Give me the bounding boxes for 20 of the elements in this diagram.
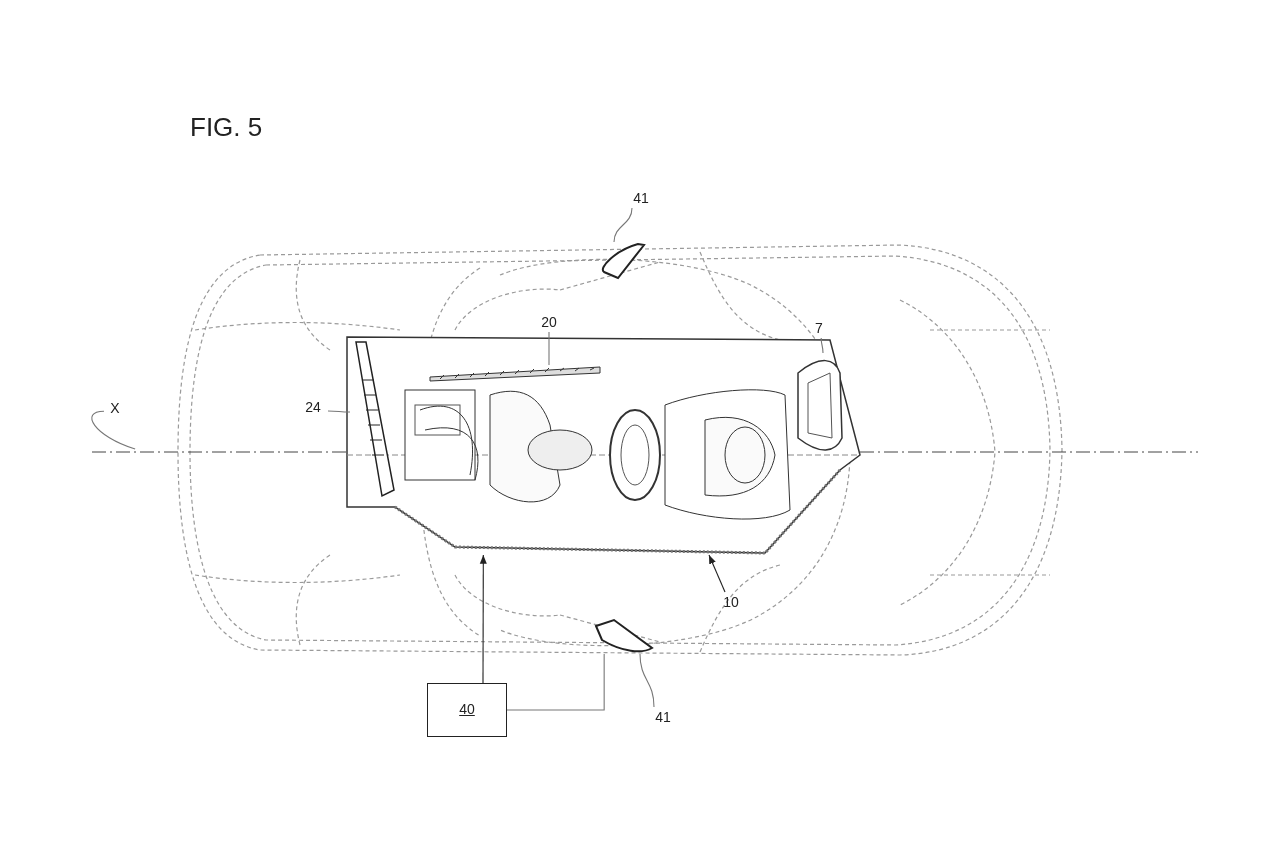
leader-line	[639, 653, 655, 708]
arrow	[708, 554, 726, 593]
leader-line	[613, 207, 633, 243]
panel-drawing	[592, 618, 656, 654]
leader-line	[548, 331, 550, 366]
callout-number: 10	[716, 592, 746, 612]
callout-number: 41	[626, 188, 656, 208]
leader-line	[820, 337, 824, 354]
callout-number: 24	[298, 397, 328, 417]
axis-label: X	[104, 398, 126, 420]
arrow	[479, 554, 487, 684]
connector-line	[506, 653, 605, 711]
leader-line	[91, 410, 136, 450]
control-unit-box: 40	[427, 683, 507, 737]
figure-title: FIG. 5	[190, 112, 263, 143]
leader-line	[327, 410, 351, 413]
frame-rail-drawing	[430, 365, 600, 381]
callout-number: 20	[534, 312, 564, 332]
callout-number: 7	[808, 318, 830, 338]
callout-number: 41	[648, 707, 678, 727]
